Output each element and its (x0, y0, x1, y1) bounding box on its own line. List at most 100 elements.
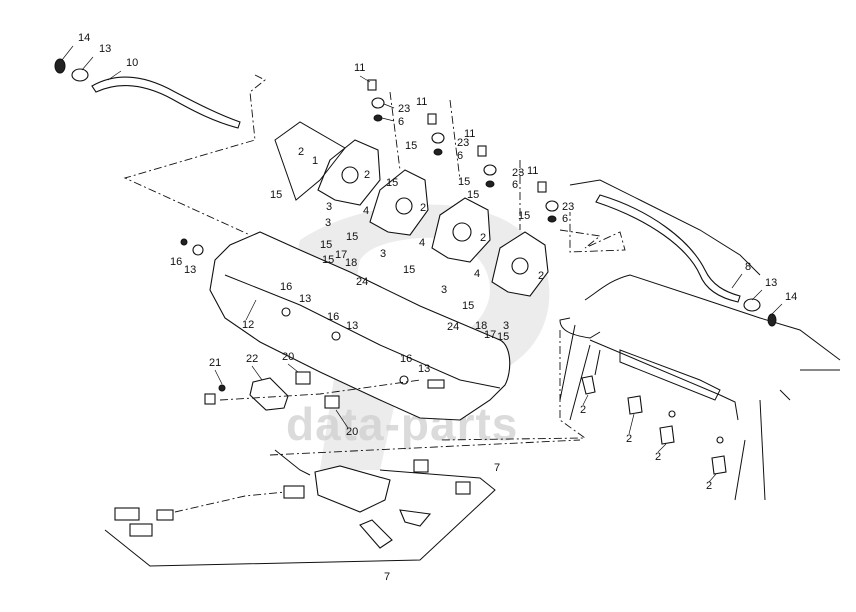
callout-2-c2i: 2 (706, 480, 712, 492)
clamp-2-c (659, 425, 675, 445)
callout-8-c8: 8 (745, 261, 751, 273)
fastener-right-b (668, 410, 676, 418)
plug-7-b (129, 523, 153, 537)
callout-24-c24b: 24 (447, 321, 459, 333)
washer-hose-right (595, 194, 777, 327)
callout-7-c7b: 7 (384, 571, 390, 583)
callout-3-c3e: 3 (503, 320, 509, 332)
callout-4-c4b: 4 (419, 237, 425, 249)
callout-13-c13f: 13 (765, 277, 777, 289)
outline-dashed-3 (559, 212, 626, 253)
clip-13-left (71, 68, 89, 82)
callout-13-c13d: 13 (346, 320, 358, 332)
callout-3-c3c: 3 (380, 248, 386, 260)
callout-2-c2c: 2 (420, 202, 426, 214)
leader-2h (657, 443, 667, 453)
screw-16-left (180, 238, 188, 246)
leader-11a (359, 75, 371, 83)
callout-13-c13a: 13 (99, 43, 111, 55)
outline-dashed-5 (269, 439, 581, 456)
nut-6-c (485, 180, 495, 188)
clamp-2-a (581, 375, 596, 395)
callout-20-c20a: 20 (282, 351, 294, 363)
grommet-23-b (431, 132, 445, 144)
clamp-2-b (627, 395, 643, 415)
leader-2f (582, 394, 589, 406)
callout-15-c15h: 15 (320, 239, 332, 251)
screw-11-d (537, 181, 547, 193)
callout-15-c15c: 15 (386, 177, 398, 189)
screw-11-b (427, 113, 437, 125)
callout-7-c7a: 7 (494, 462, 500, 474)
bracket-lines-7 (104, 449, 496, 567)
connector-left (204, 393, 216, 405)
hose-8 (595, 194, 741, 303)
callout-11-c11a: 11 (354, 62, 365, 74)
bulb-socket-1 (341, 166, 359, 184)
callout-12-c12: 12 (242, 319, 254, 331)
body-line-6 (734, 369, 840, 501)
callout-16-c16d: 16 (400, 353, 412, 365)
connector-7-b (413, 459, 429, 473)
callout-6-c6a: 6 (398, 116, 404, 128)
callout-2-c2a: 2 (298, 146, 304, 158)
bulb-socket-4 (511, 257, 529, 275)
lamp-housings (274, 121, 549, 297)
outline-dashed-1 (123, 74, 266, 236)
screw-11-c (477, 145, 487, 157)
callout-14-c14a: 14 (78, 32, 90, 44)
washer-hose-left (54, 58, 241, 129)
clamps-right (581, 375, 727, 475)
body-line-2 (584, 274, 841, 361)
grommet-23-a (371, 97, 385, 109)
clip-7 (399, 509, 432, 527)
body-line-7 (619, 349, 721, 401)
callout-23-c23d: 23 (562, 201, 574, 213)
harness-body (314, 465, 391, 513)
bulb-socket-2 (395, 197, 413, 215)
grommet-16-b (331, 331, 341, 341)
callout-17-c17a: 17 (335, 249, 347, 261)
connector-7-c (455, 481, 471, 495)
nozzle-14-right (767, 313, 777, 327)
callout-6-c6d: 6 (562, 213, 568, 225)
callout-2-c2d: 2 (480, 232, 486, 244)
nut-6-d (547, 215, 557, 223)
callout-13-c13b: 13 (184, 264, 196, 276)
connector-7-a (283, 485, 305, 499)
wire-lamps (219, 379, 421, 401)
grommet-23-c (483, 164, 497, 176)
leader-20a (287, 363, 299, 373)
callout-15-c15d: 15 (458, 176, 470, 188)
callout-15-c15l: 15 (497, 331, 509, 343)
callout-16-c16c: 16 (327, 311, 339, 323)
callout-15-c15i: 15 (403, 264, 415, 276)
callout-24-c24a: 24 (356, 276, 368, 288)
callout-13-c13c: 13 (299, 293, 311, 305)
leader-20b (335, 409, 349, 429)
callout-13-c13e: 13 (418, 363, 430, 375)
callout-11-c11c: 11 (464, 128, 475, 140)
callout-2-c2e: 2 (538, 270, 544, 282)
grommet-16-a (281, 307, 291, 317)
lamp-7 (359, 519, 393, 549)
callout-3-c3d: 3 (441, 284, 447, 296)
leader-6a (381, 117, 395, 122)
leader-2g (628, 413, 635, 435)
leader-lines (61, 45, 783, 483)
cover-20-b (324, 395, 340, 409)
callout-23-c23c: 23 (512, 167, 524, 179)
plug-7-a (114, 507, 140, 521)
callout-16-c16a: 16 (170, 256, 182, 268)
leader-22 (251, 365, 263, 381)
callout-15-c15j: 15 (322, 254, 334, 266)
watermark-logo-shape (294, 204, 550, 471)
bulb-socket-3 (452, 222, 472, 242)
callout-2-c2g: 2 (626, 433, 632, 445)
body-line-5 (559, 324, 601, 421)
callout-15-c15a: 15 (270, 189, 282, 201)
callout-17-c17b: 17 (484, 329, 496, 341)
clip-13-left-panel (192, 244, 204, 256)
